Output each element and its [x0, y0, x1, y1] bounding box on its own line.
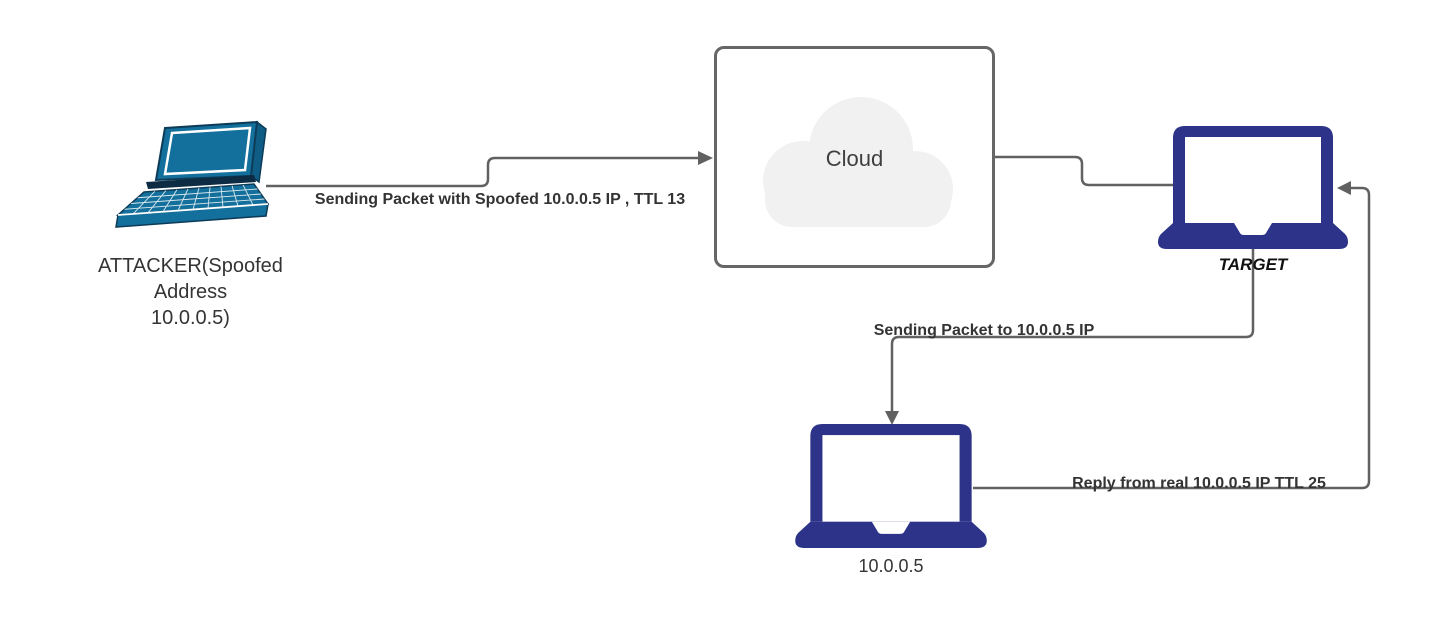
cloud-icon: [763, 97, 953, 227]
attacker-laptop-icon: [115, 120, 270, 228]
edge-attacker-to-cloud: [266, 156, 699, 188]
cloud-container: Cloud: [714, 46, 995, 268]
edge-cloud-to-target: [995, 155, 1174, 187]
real-host-laptop-icon: [795, 424, 987, 548]
edge-target-to-real-host-label: Sending Packet to 10.0.0.5 IP: [873, 322, 1095, 339]
attacker-label-line2: Address: [153, 281, 228, 303]
cloud-label: Cloud: [825, 146, 884, 171]
edge-attacker-to-cloud-label: Sending Packet with Spoofed 10.0.0.5 IP …: [314, 191, 686, 208]
attacker-label: ATTACKER(Spoofed Address 10.0.0.5): [63, 253, 318, 331]
target-label: TARGET: [1218, 255, 1288, 274]
attacker-label-line1: ATTACKER(Spoofed: [98, 255, 283, 277]
edge-real-host-to-target-label: Reply from real 10.0.0.5 IP TTL 25: [1072, 475, 1326, 492]
edge-target-to-real-host-arrowhead-icon: [885, 411, 899, 425]
real-host-label: 10.0.0.5: [858, 556, 924, 576]
target-laptop-icon: [1158, 126, 1348, 249]
edge-attacker-to-cloud-arrowhead-icon: [698, 151, 713, 165]
attacker-label-line3: 10.0.0.5): [151, 307, 230, 329]
